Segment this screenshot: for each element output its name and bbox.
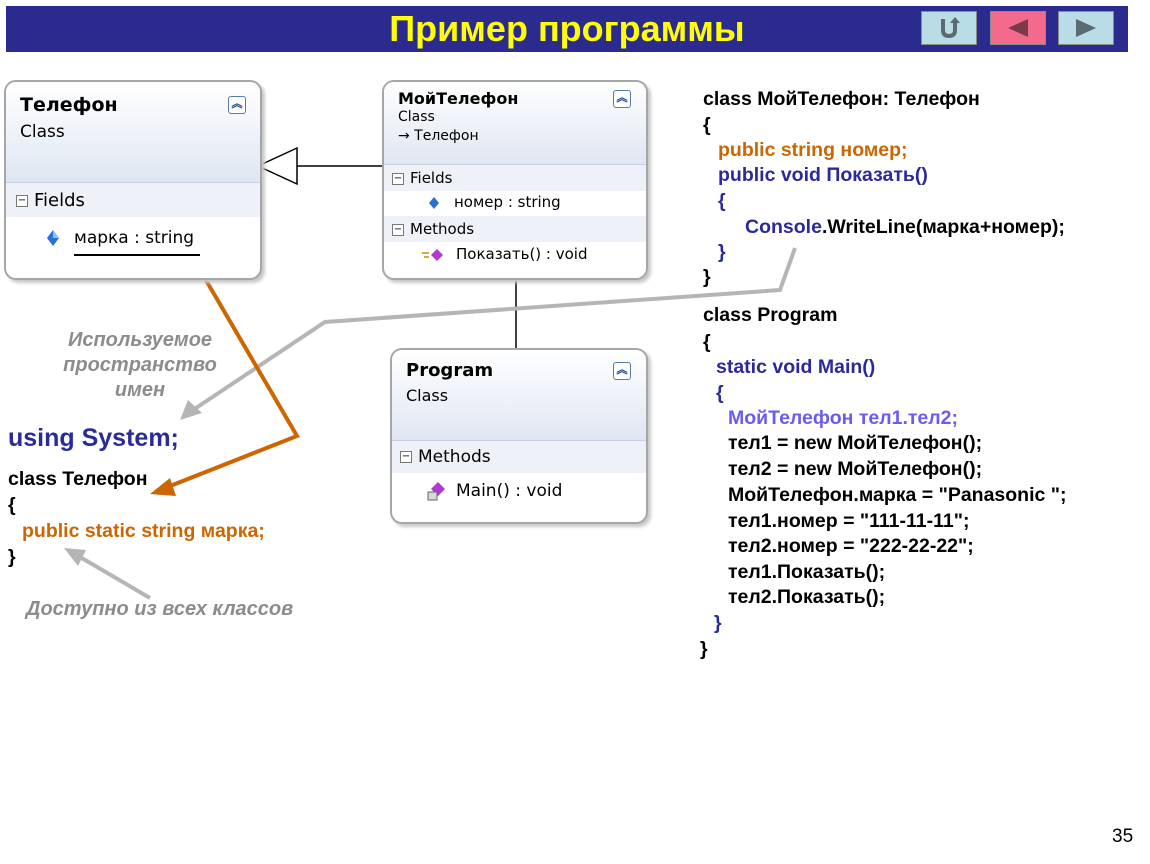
code-line: Console.WriteLine(марка+номер); [745, 216, 1065, 239]
code-line: class МойТелефон: Телефон [703, 88, 980, 110]
class-name: МойТелефон [398, 89, 519, 108]
minus-icon[interactable]: − [400, 451, 412, 463]
code-line: { [718, 190, 726, 212]
return-icon [941, 17, 960, 39]
code-line: { [703, 114, 711, 136]
uml-class-program[interactable]: Program Class ︽ −Methods Main() : void [390, 348, 648, 524]
methods-label: Methods [410, 220, 475, 238]
fields-label: Fields [410, 169, 453, 187]
minus-icon[interactable]: − [392, 172, 404, 185]
method-row: Показать() : void [422, 245, 588, 263]
class-name: Program [406, 360, 494, 381]
class-kind: Class [398, 109, 435, 125]
field-row: номер : string [428, 193, 561, 211]
code-token: .WriteLine(марка+номер); [821, 216, 1065, 238]
field-pointer-head [150, 478, 176, 496]
class-header [392, 350, 646, 440]
namespace-pointer-head [180, 400, 202, 420]
field-icon [429, 196, 439, 209]
code-line: } [718, 241, 726, 263]
code-line: тел1 = new МойТелефон(); [728, 432, 983, 454]
code-line: } [703, 266, 711, 288]
uml-class-telefon[interactable]: Телефон Class ︽ −Fields марка : string [4, 80, 262, 280]
next-slide-button[interactable] [1058, 11, 1114, 45]
field-icon [47, 230, 59, 246]
collapse-icon[interactable]: ︽ [228, 96, 246, 114]
methods-section[interactable]: −Methods [384, 216, 646, 242]
namespace-note-line: имен [114, 379, 166, 401]
code-line: class Program [703, 304, 838, 326]
method-row: Main() : void [426, 480, 562, 502]
code-line: { [716, 382, 724, 404]
class-kind: Class [20, 122, 65, 142]
code-line: public void Показать() [718, 164, 928, 186]
triangle-right-icon [1076, 19, 1096, 37]
accessible-note: Доступно из всех классов [26, 598, 294, 620]
code-line: } [700, 638, 708, 660]
class-header [6, 82, 260, 182]
fields-section[interactable]: −Fields [6, 182, 260, 217]
method-name: Main() : void [456, 481, 563, 501]
uml-class-moy-telefon[interactable]: МойТелефон Class → Телефон ︽ −Fields ном… [382, 80, 648, 280]
minus-icon[interactable]: − [16, 195, 28, 207]
methods-label: Methods [418, 447, 491, 467]
namespace-note-line: пространство [63, 354, 217, 376]
accessible-pointer-head [64, 548, 86, 566]
static-method-icon [427, 482, 445, 501]
accessible-pointer-line [78, 555, 152, 600]
class-kind: Class [406, 386, 449, 405]
code-line: МойТелефон.марка = "Panasonic "; [728, 484, 1067, 506]
parent-class: → Телефон [398, 128, 479, 144]
class-header [384, 82, 646, 164]
code-line: тел2.Показать(); [728, 586, 886, 608]
minus-icon[interactable]: − [392, 223, 404, 236]
code-line: тел1.номер = "111-11-11"; [728, 510, 970, 532]
method-name: Показать() : void [456, 245, 588, 263]
inheritance-arrowhead [256, 146, 298, 186]
page-number: 35 [1112, 826, 1134, 847]
methods-section[interactable]: −Methods [392, 440, 646, 473]
field-name: номер : string [454, 193, 561, 211]
return-button[interactable] [921, 11, 977, 45]
collapse-icon[interactable]: ︽ [613, 90, 631, 108]
code-line: } [714, 612, 722, 634]
field-pointer-line [164, 268, 300, 490]
code-line: тел2.номер = "222-22-22"; [728, 535, 974, 557]
class-name: Телефон [20, 94, 118, 116]
namespace-note-line: Используемое [67, 329, 213, 351]
method-icon [422, 248, 443, 261]
code-line: тел2 = new МойТелефон(); [728, 458, 983, 480]
previous-slide-button[interactable] [990, 11, 1046, 45]
field-name: марка : string [74, 228, 201, 256]
using-directive: using System; [8, 424, 179, 452]
code-line: } [8, 546, 16, 568]
code-line: { [703, 331, 711, 353]
fields-section[interactable]: −Fields [384, 164, 646, 191]
code-token: Console [745, 216, 822, 238]
code-line: { [8, 494, 16, 516]
slide-title: Пример программы [389, 8, 745, 49]
code-line: public string номер; [718, 139, 908, 161]
namespace-note: Используемое пространство имен [40, 328, 240, 403]
triangle-left-icon [1008, 19, 1028, 37]
collapse-icon[interactable]: ︽ [613, 362, 631, 380]
field-row: марка : string [46, 228, 201, 256]
code-line: static void Main() [716, 356, 876, 378]
code-line: public static string марка; [22, 520, 265, 542]
fields-label: Fields [34, 190, 85, 211]
code-line: class Телефон [8, 468, 148, 490]
code-line: МойТелефон тел1.тел2; [728, 407, 958, 429]
code-line: тел1.Показать(); [728, 561, 886, 583]
